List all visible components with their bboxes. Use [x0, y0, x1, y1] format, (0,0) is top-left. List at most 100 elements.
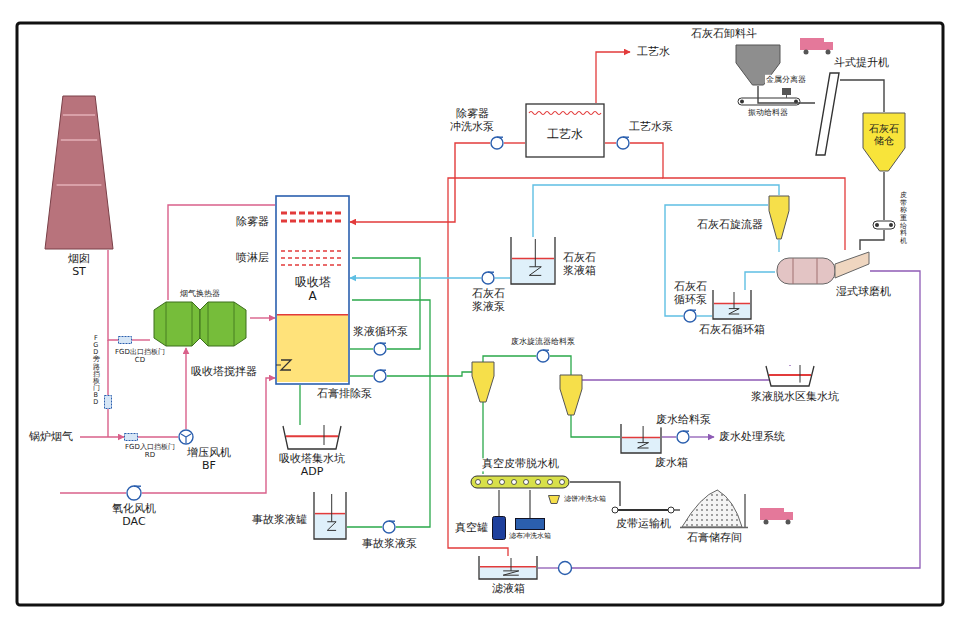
pit-symbol — [766, 366, 814, 386]
node-label: 氧化风机 DAC — [111, 503, 157, 528]
tank: 事故浆液罐 — [313, 492, 347, 540]
slurry-pipe — [352, 258, 420, 349]
belt-symbol — [536, 480, 541, 485]
node-label: 事故浆液泵 — [361, 538, 418, 551]
node-label: 皮带称重给料机 — [900, 192, 907, 246]
slurry-pipe — [571, 415, 620, 437]
filtrate-pipe — [538, 567, 559, 568]
pipe-connector — [697, 315, 712, 316]
tank-symbol — [512, 259, 555, 284]
node-label: FGD出口挡板门 CD — [114, 348, 166, 364]
belt-symbol — [512, 480, 517, 485]
frame — [17, 23, 943, 605]
pump-symbol — [374, 370, 386, 382]
node-label: 废水给料泵 — [655, 414, 712, 427]
pipe-connector — [350, 143, 490, 222]
pipe-connector — [350, 348, 373, 349]
tank-symbol — [714, 304, 751, 319]
truck-icon — [800, 38, 833, 55]
pit-symbol — [283, 426, 341, 449]
wash-tank: 滤布冲洗水箱 — [515, 518, 545, 530]
fan-symbol — [181, 434, 191, 443]
pump-symbol — [690, 310, 696, 311]
process-water-pipe — [596, 52, 630, 103]
tower-symbol — [277, 315, 348, 382]
filtrate-pipe — [690, 436, 714, 437]
sump-pit: 吸收塔集水坑 ADP — [282, 425, 342, 450]
tank-symbol — [327, 494, 336, 530]
pile-symbol — [680, 494, 748, 528]
pipe-connector — [860, 230, 884, 250]
free-label: 振动给料器 — [747, 108, 789, 117]
filtrate-pump — [559, 562, 572, 575]
pipe-connector — [605, 142, 616, 143]
metal-separator — [786, 95, 787, 98]
ggh-symbol — [154, 302, 200, 346]
tank: 滤液箱 — [478, 556, 538, 580]
belt-symbol — [488, 480, 493, 485]
metal-separator — [782, 88, 791, 95]
free-label: 锅炉烟气 — [28, 431, 74, 444]
conv-symbol — [612, 507, 618, 513]
node-label: 石膏储存间 — [686, 532, 743, 545]
node-label: 石膏排除泵 — [316, 388, 373, 401]
node-label: 吸收塔 A — [294, 276, 332, 304]
pump-symbol — [380, 370, 386, 371]
pump-symbol — [127, 486, 141, 500]
pile-symbol — [680, 488, 748, 528]
pump-symbol — [617, 137, 629, 149]
pit-symbol — [282, 425, 342, 450]
vibrating-feeder — [738, 98, 800, 105]
damper-symbol — [118, 336, 132, 344]
wash-symbol — [516, 519, 545, 530]
elev-symbol — [815, 72, 840, 156]
pump-symbol — [382, 520, 396, 534]
pump: 废水旋流器给料泵 — [536, 349, 550, 363]
ggh-symbol — [200, 302, 246, 346]
tower-symbol — [276, 365, 281, 366]
node-label: 石灰石 循环泵 — [673, 281, 708, 306]
pipe-connector — [665, 205, 768, 316]
feeder-symbol — [889, 223, 893, 227]
pipe-connector — [674, 509, 680, 510]
storage-bin: 石灰石 储仓 — [862, 112, 906, 172]
tank-symbol — [512, 258, 554, 260]
vibrating-feeder — [740, 100, 744, 104]
water-tank: 工艺水 — [525, 103, 605, 158]
pipe-connector — [745, 272, 775, 290]
conv-symbol — [612, 506, 674, 514]
tank-symbol — [622, 437, 660, 439]
hydrocyclone: 石灰石旋流器 — [768, 195, 790, 240]
pit-symbol — [769, 374, 811, 376]
pump: 石膏排除泵 — [373, 369, 387, 383]
damper: FGD出口挡板门 CD — [118, 336, 132, 344]
pump-symbol — [536, 349, 550, 363]
belt-symbol — [476, 480, 481, 485]
node-label: 工艺水泵 — [628, 121, 674, 134]
node-label: 烟囱 ST — [67, 253, 91, 278]
node-label: 工艺水 — [546, 128, 584, 142]
node-label: FGD入口挡板门 RD — [124, 443, 176, 459]
node-label: 石灰石循环箱 — [698, 324, 766, 337]
tank-symbol — [480, 567, 537, 579]
truck-icon — [824, 42, 833, 50]
pump-symbol — [683, 309, 697, 323]
pump-symbol — [126, 485, 142, 501]
pump-symbol — [491, 137, 503, 149]
filtrate-pipe — [538, 271, 920, 568]
mill-symbol — [777, 258, 835, 284]
pit-symbol — [324, 425, 325, 445]
pipe-connector — [840, 80, 884, 112]
pile-symbol — [682, 490, 742, 527]
pipe-connector — [132, 339, 150, 340]
vacuum-line — [499, 490, 530, 518]
box-symbol — [526, 104, 604, 157]
node-label: 除雾器 冲洗水泵 — [449, 108, 495, 133]
process-water-pipe — [448, 52, 845, 556]
ggh-symbol — [166, 302, 234, 346]
tank-symbol — [315, 514, 346, 539]
vacuum-belt-filter: 真空皮带脱水机 — [470, 474, 570, 490]
pipe-connector — [350, 277, 481, 278]
node-label: 石灰石 浆液箱 — [562, 252, 597, 277]
fan-symbol — [179, 430, 193, 444]
